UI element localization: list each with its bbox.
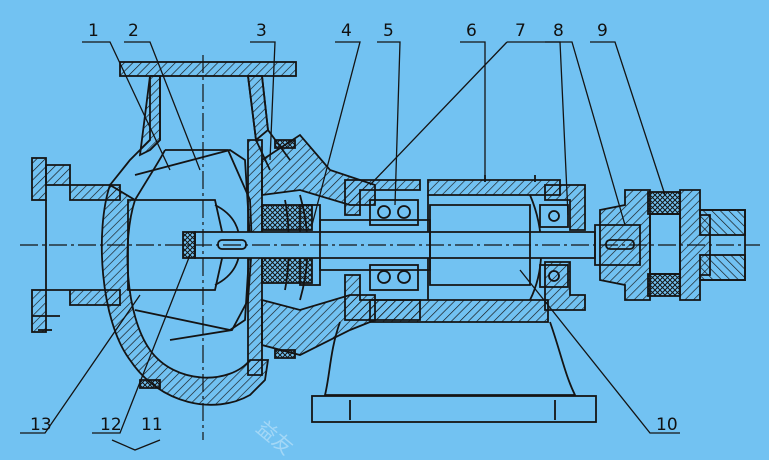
bearing-rear-top [539,204,569,228]
impeller [127,199,226,291]
bolts [139,139,536,389]
bearing-front-top [369,199,419,226]
callout-8: 8 [553,21,564,41]
callout-7: 7 [515,21,526,41]
coupling-elastic-top [647,191,681,215]
bearing-front-bottom [369,264,419,291]
callout-3: 3 [256,21,267,41]
callout-11: 11 [141,415,163,435]
leader-lines [20,41,680,451]
pump-body-outline [20,55,760,440]
callout-1: 1 [88,21,99,41]
bearing-housing-left-top [344,179,421,216]
seal-bottom [261,257,313,284]
bearing-housing-body-top [427,179,561,196]
bearing-rear-bottom [539,264,569,288]
callout-2: 2 [128,21,139,41]
volute-casing [100,183,270,406]
bearing-cap-right-bottom [544,261,586,311]
coupling-elastic-bottom [647,273,681,297]
bearing-housing-body-bottom [369,299,549,323]
suction-flange-bottom [31,289,47,333]
discharge-flange [119,61,297,77]
callout-4: 4 [341,21,352,41]
bearing-cap-right-top [544,184,586,231]
base-foot [311,395,597,423]
suction-flange-top [31,157,47,201]
callout-10: 10 [656,415,678,435]
callout-6: 6 [466,21,477,41]
callout-13: 13 [30,415,52,435]
callout-9: 9 [597,21,608,41]
support-pedestal [323,321,577,396]
seal-top [261,204,313,231]
callout-12: 12 [100,415,122,435]
callout-labels: 1 2 3 4 5 6 7 8 9 10 11 12 13 [30,21,678,435]
callout-5: 5 [383,21,394,41]
watermark-text: 益友 [252,415,298,459]
